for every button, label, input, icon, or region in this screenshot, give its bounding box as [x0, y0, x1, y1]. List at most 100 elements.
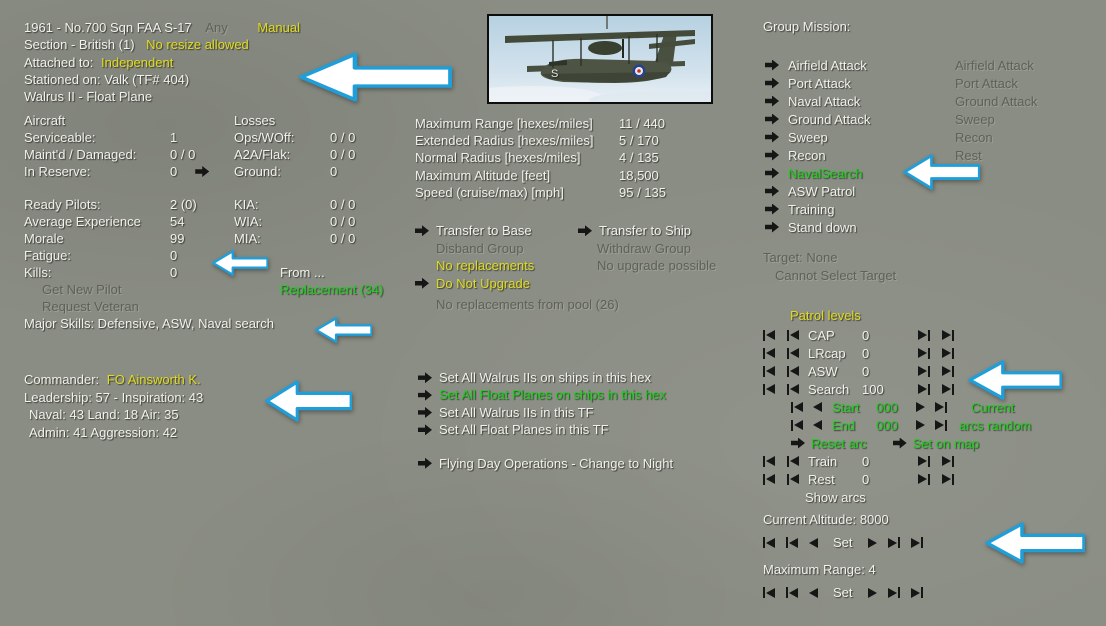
mission-item-sweep[interactable]: Sweep — [765, 128, 870, 146]
show-arcs-button[interactable]: Show arcs — [805, 489, 866, 505]
control-mode-button[interactable]: Manual — [257, 20, 300, 35]
norm-radius-label: Normal Radius [hexes/miles] — [415, 150, 581, 166]
mission-item-stand-down[interactable]: Stand down — [765, 218, 870, 236]
spin-right-button[interactable] — [887, 537, 900, 548]
commander-name-button[interactable]: FO Ainsworth K. — [106, 372, 201, 387]
action-arrow-icon — [765, 59, 779, 71]
spin-left-button[interactable] — [813, 402, 822, 412]
spin-left-button[interactable] — [787, 383, 799, 395]
no-replacements-status: No replacements — [436, 258, 535, 273]
disband-group-button[interactable]: Disband Group — [436, 240, 524, 256]
asw-label: ASW — [808, 363, 838, 379]
set-all-floatplanes-tf-button[interactable]: Set All Float Planes in this TF — [418, 421, 673, 438]
spin-right-button[interactable] — [916, 402, 925, 412]
mission-item-airfield-attack[interactable]: Airfield Attack — [765, 56, 870, 74]
start-arc-value: 000 — [876, 399, 898, 415]
mission-item-navalsearch-selected[interactable]: NavalSearch — [765, 164, 870, 182]
spin-left-button[interactable] — [787, 347, 799, 359]
spin-right-max-button[interactable] — [935, 401, 947, 413]
spin-right-button[interactable] — [916, 420, 925, 430]
get-new-pilot-button[interactable]: Get New Pilot — [42, 282, 122, 297]
set-all-floatplanes-hex-button[interactable]: Set All Float Planes on ships in this he… — [418, 386, 673, 403]
spin-left-max-button[interactable] — [763, 383, 775, 395]
spin-right-max-button[interactable] — [942, 365, 954, 377]
spin-left-button[interactable] — [787, 365, 799, 377]
transfer-to-ship-button[interactable]: Transfer to Ship — [578, 222, 716, 240]
spin-left-button[interactable] — [786, 537, 798, 548]
request-veteran-button[interactable]: Request Veteran — [42, 299, 139, 314]
mission-item-recon[interactable]: Recon — [765, 146, 870, 164]
spin-left-max-button[interactable] — [763, 587, 775, 598]
action-arrow-icon — [578, 225, 592, 237]
set-all-walrus-tf-button[interactable]: Set All Walrus IIs in this TF — [418, 404, 673, 421]
spin-left-button[interactable] — [787, 473, 799, 485]
spin-left-max-button[interactable] — [763, 455, 775, 467]
reset-arc-button[interactable]: Reset arc — [811, 435, 867, 451]
altitude-set-button[interactable]: Set — [833, 535, 853, 550]
start-arc-label: Start — [832, 399, 860, 415]
rest-label: Rest — [808, 471, 835, 487]
spin-right-button[interactable] — [867, 537, 877, 548]
replacement-source-button[interactable]: Replacement (34) — [280, 282, 384, 297]
spin-left-button[interactable] — [791, 419, 803, 431]
spin-left-button[interactable] — [791, 401, 803, 413]
spin-right-max-button[interactable] — [942, 347, 954, 359]
ready-pilots-label: Ready Pilots: — [24, 197, 101, 212]
transfer-to-base-button[interactable]: Transfer to Base — [415, 222, 578, 240]
spin-right-max-button[interactable] — [942, 455, 954, 467]
major-skills: Major Skills: Defensive, ASW, Naval sear… — [24, 316, 274, 331]
day-night-toggle-button[interactable]: Flying Day Operations - Change to Night — [418, 455, 673, 472]
attached-value-button[interactable]: Independent — [101, 54, 174, 70]
range-set-button[interactable]: Set — [833, 585, 853, 600]
spin-left-button[interactable] — [809, 537, 818, 548]
avg-exp-label: Average Experience — [24, 214, 141, 229]
spin-left-max-button[interactable] — [763, 365, 775, 377]
spin-left-max-button[interactable] — [763, 537, 775, 548]
do-not-upgrade-toggle[interactable]: Do Not Upgrade — [415, 275, 578, 293]
mission-item-port-attack[interactable]: Port Attack — [765, 74, 870, 92]
spin-left-max-button[interactable] — [763, 347, 775, 359]
target-panel: Target: None Cannot Select Target — [763, 249, 896, 285]
mission-item-naval-attack[interactable]: Naval Attack — [765, 92, 870, 110]
range-panel: Maximum Range: 4 Set — [763, 562, 923, 600]
reserve-arrow-icon[interactable] — [195, 166, 210, 177]
action-arrow-icon — [765, 95, 779, 107]
spin-right-max-button[interactable] — [942, 383, 954, 395]
spin-right-button[interactable] — [918, 365, 930, 377]
lrcap-value: 0 — [862, 345, 870, 361]
set-on-map-button[interactable]: Set on map — [912, 435, 980, 451]
pilots-panel: Ready Pilots: 2 (0) KIA: 0 / 0 Average E… — [24, 196, 394, 315]
spin-left-max-button[interactable] — [763, 329, 775, 341]
spin-right-button[interactable] — [918, 347, 930, 359]
current-arc-toggle[interactable]: Current — [971, 399, 1015, 415]
rest-value: 0 — [862, 471, 870, 487]
spin-left-button[interactable] — [787, 455, 799, 467]
mission-item-asw-patrol[interactable]: ASW Patrol — [765, 182, 870, 200]
maintd-damaged-label: Maint'd / Damaged: — [24, 147, 137, 162]
spin-left-button[interactable] — [786, 587, 798, 598]
spin-right-button[interactable] — [887, 587, 900, 598]
spin-left-button[interactable] — [813, 420, 822, 430]
withdraw-group-button[interactable]: Withdraw Group — [597, 240, 691, 256]
spin-right-max-button[interactable] — [942, 329, 954, 341]
spin-left-button[interactable] — [787, 329, 799, 341]
spin-left-max-button[interactable] — [763, 473, 775, 485]
spin-right-max-button[interactable] — [910, 537, 923, 548]
max-range-value: 11 / 440 — [619, 116, 666, 131]
ext-radius-label: Extended Radius [hexes/miles] — [415, 133, 594, 149]
available-mission: Recon — [955, 129, 993, 145]
spin-right-button[interactable] — [867, 587, 877, 598]
mission-item-training[interactable]: Training — [765, 200, 870, 218]
spin-right-button[interactable] — [918, 455, 930, 467]
spin-right-max-button[interactable] — [910, 587, 923, 598]
spin-left-button[interactable] — [809, 587, 818, 598]
spin-right-button[interactable] — [918, 473, 930, 485]
mission-item-ground-attack[interactable]: Ground Attack — [765, 110, 870, 128]
spin-right-button[interactable] — [918, 329, 930, 341]
spin-right-max-button[interactable] — [942, 473, 954, 485]
set-all-walrus-hex-button[interactable]: Set All Walrus IIs on ships in this hex — [418, 369, 673, 386]
commander-label: Commander: — [24, 372, 100, 387]
spin-right-button[interactable] — [918, 383, 930, 395]
arcs-random-toggle[interactable]: arcs random — [959, 417, 1032, 433]
spin-right-max-button[interactable] — [935, 419, 947, 431]
